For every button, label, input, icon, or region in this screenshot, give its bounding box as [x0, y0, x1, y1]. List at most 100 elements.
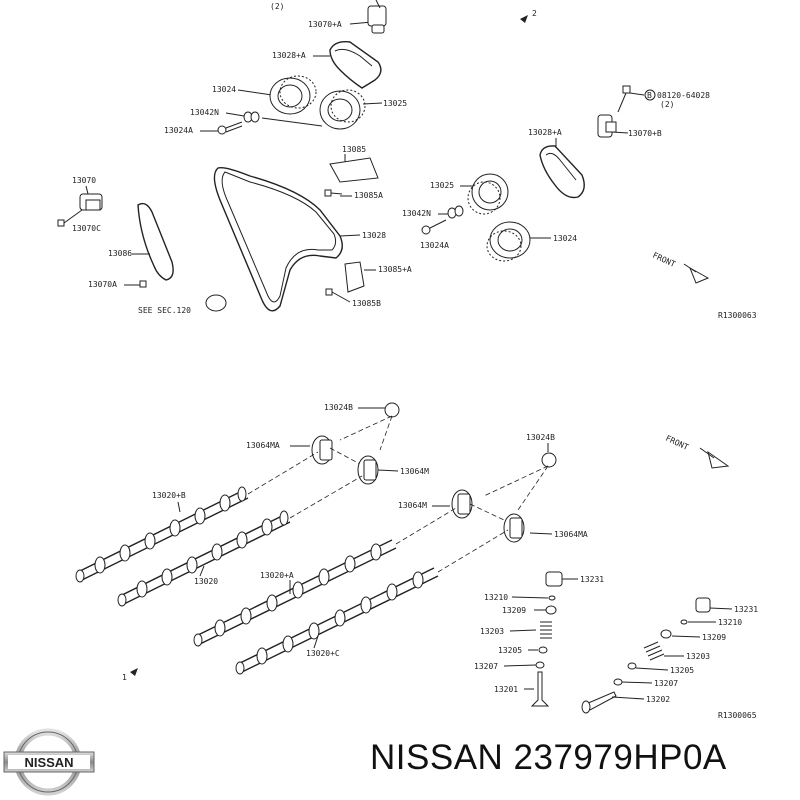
- label-13205-right: 13205: [670, 666, 694, 675]
- label-13203-right: 13203: [686, 652, 710, 661]
- tensioner-13070: [79, 193, 103, 211]
- callout-b: [644, 89, 656, 101]
- camshaft-13020: [117, 510, 291, 607]
- label-1: 1: [122, 673, 127, 682]
- label-08120: 08120-64028: [657, 91, 710, 100]
- label-13086: 13086: [108, 249, 132, 258]
- label-13203-left: 13203: [480, 627, 504, 636]
- bolt-13024B-top: [384, 402, 400, 418]
- bolt-13085A: [324, 189, 343, 197]
- slack-guide-13086: [137, 202, 174, 281]
- washer-13042N: [243, 111, 260, 123]
- label-13024-right: 13024: [553, 234, 577, 243]
- label-13205-left: 13205: [498, 646, 522, 655]
- label-13020: 13020: [194, 577, 218, 586]
- label-13231-right: 13231: [734, 605, 758, 614]
- crank-sprocket: [205, 294, 227, 312]
- guide-13085: [329, 157, 379, 183]
- valve-stack-right: 13231 13210 13209 13203 13205 13207 1320…: [581, 597, 758, 714]
- label-13024A-right: 13024A: [420, 241, 449, 250]
- label-13209-left: 13209: [502, 606, 526, 615]
- label-13064M-right: 13064M: [398, 501, 427, 510]
- label-13070: 13070: [72, 176, 96, 185]
- camshaft-13020B: [75, 486, 249, 583]
- arrow-2-icon: [520, 15, 528, 23]
- washer-13042N-right: [447, 205, 464, 219]
- label-13025-right: 13025: [430, 181, 454, 190]
- guide-13085A: [344, 261, 365, 293]
- label-13231-left: 13231: [580, 575, 604, 584]
- tensioner-13070B: [597, 114, 617, 138]
- label-front-upper: FRONT: [651, 251, 677, 269]
- label-13024A: 13024A: [164, 126, 193, 135]
- label-13202-right: 13202: [646, 695, 670, 704]
- label-13042N: 13042N: [190, 108, 219, 117]
- valve-stack-left: 13231 13210 13209 13203 13205 13207 1320…: [474, 571, 604, 707]
- label-13025: 13025: [383, 99, 407, 108]
- label-see-sec: SEE SEC.120: [138, 306, 191, 315]
- bolt-13024B-right: [541, 452, 557, 468]
- front-arrow-lower-icon: [707, 450, 730, 469]
- sprocket-13025-upper: [319, 89, 366, 130]
- camshaft-13020C: [235, 567, 439, 675]
- label-2: 2: [532, 9, 537, 18]
- label-13085A2: 13085+A: [378, 265, 412, 274]
- label-13070A-top: 13070+A: [308, 20, 342, 29]
- label-top-qty: (2): [270, 2, 284, 11]
- sprocket-13025-right: [467, 173, 509, 215]
- cam-sprocket-13064MA-left: [311, 435, 333, 465]
- camshaft-13020A: [193, 539, 397, 647]
- label-13024: 13024: [212, 85, 236, 94]
- bolt-13024A-right: [421, 219, 447, 235]
- nissan-logo: NISSAN: [3, 728, 95, 796]
- chain-guide-13028A: [329, 40, 382, 89]
- logo-text: NISSAN: [24, 755, 73, 770]
- part-number-title: NISSAN 237979HP0A: [370, 738, 727, 777]
- label-b: B: [647, 91, 652, 100]
- label-13207-right: 13207: [654, 679, 678, 688]
- lifter-13231-left: [545, 571, 563, 587]
- label-13210-right: 13210: [718, 618, 742, 627]
- label-13210-left: 13210: [484, 593, 508, 602]
- lifter-13231-right: [695, 597, 711, 613]
- label-13085: 13085: [342, 145, 366, 154]
- bolt-13070A: [139, 280, 147, 288]
- label-13070B: 13070+B: [628, 129, 662, 138]
- label-13085A: 13085A: [354, 191, 383, 200]
- bolt-13085B: [325, 288, 333, 296]
- sprocket-13024-right: [486, 221, 531, 262]
- label-13209-right: 13209: [702, 633, 726, 642]
- cam-sprocket-13064M-left: [357, 455, 379, 485]
- label-front-lower: FRONT: [664, 434, 690, 452]
- label-13201-left: 13201: [494, 685, 518, 694]
- label-13064M-left: 13064M: [400, 467, 429, 476]
- label-08120-qty: (2): [660, 100, 674, 109]
- bolt-13024A: [217, 121, 243, 135]
- bolt-08120: [617, 85, 631, 113]
- tensioner-13070A-top: [367, 0, 387, 34]
- label-13085B: 13085B: [352, 299, 381, 308]
- valve-13202: [585, 691, 617, 711]
- label-13020A: 13020+A: [260, 571, 294, 580]
- label-13070A: 13070A: [88, 280, 117, 289]
- label-13024B-right: 13024B: [526, 433, 555, 442]
- cam-sprocket-13064MA-right: [503, 513, 525, 543]
- timing-chain-13028: [213, 166, 343, 312]
- bolt-13070C: [57, 209, 83, 227]
- label-13064MA-left: 13064MA: [246, 441, 280, 450]
- cam-sprocket-13064M-right: [451, 489, 473, 519]
- sprocket-13024-upper: [269, 75, 317, 115]
- label-13042N-right: 13042N: [402, 209, 431, 218]
- label-13207-left: 13207: [474, 662, 498, 671]
- chain-guide-13028A-right: [539, 145, 585, 199]
- label-13064MA-right: 13064MA: [554, 530, 588, 539]
- label-13020B: 13020+B: [152, 491, 186, 500]
- valve-13201: [530, 671, 550, 707]
- label-13028A: 13028+A: [272, 51, 306, 60]
- arrow-1-icon: [130, 668, 138, 676]
- label-13028A-right: 13028+A: [528, 128, 562, 137]
- label-13070C: 13070C: [72, 224, 101, 233]
- upper-diagram: (2) 13070+A 2 13028+A 13024 13025: [57, 0, 757, 320]
- ref-lower: R1300065: [718, 711, 757, 720]
- label-13024B-top: 13024B: [324, 403, 353, 412]
